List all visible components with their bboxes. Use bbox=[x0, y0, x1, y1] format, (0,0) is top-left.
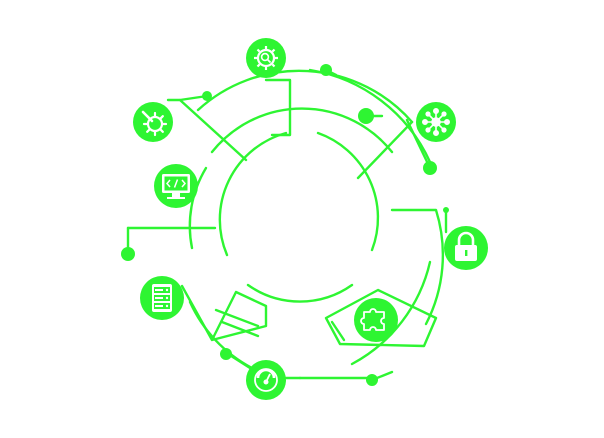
bracket-bottom-right bbox=[324, 288, 438, 348]
network-hub-icon bbox=[421, 108, 450, 137]
dot-puzzle-bottom bbox=[366, 374, 378, 386]
spoke-gauge-left bbox=[226, 352, 252, 370]
node-network-hub bbox=[416, 102, 456, 142]
node-performance-gauge bbox=[246, 360, 286, 400]
code-monitor-icon bbox=[162, 174, 190, 199]
bracket-bottom-left bbox=[180, 284, 268, 342]
outer-arc-bottomright bbox=[350, 260, 432, 366]
middle-arc-top bbox=[210, 107, 394, 154]
outer-arc-right bbox=[390, 208, 445, 326]
padlock-icon bbox=[455, 231, 477, 261]
node-security-lock bbox=[444, 226, 488, 270]
dot-gauge-left bbox=[220, 348, 232, 360]
dot-top-left bbox=[202, 91, 212, 101]
middle-arc-left bbox=[188, 166, 208, 250]
bracket-bottom-right-inner bbox=[330, 320, 346, 342]
dot-right bbox=[423, 161, 437, 175]
outer-arc-top bbox=[196, 69, 414, 124]
node-technical-support bbox=[133, 102, 173, 142]
speedometer-icon bbox=[254, 368, 278, 392]
node-integration-puzzle bbox=[354, 298, 398, 342]
accent-dots bbox=[121, 64, 449, 386]
puzzle-piece-icon bbox=[360, 308, 385, 331]
inner-ring-arc-left bbox=[218, 131, 288, 257]
dot-top-right bbox=[320, 64, 332, 76]
gear-search-icon bbox=[254, 46, 278, 70]
spoke-top bbox=[264, 78, 292, 137]
server-rack-icon bbox=[152, 284, 172, 312]
spoke-right bbox=[356, 120, 414, 180]
node-web-development bbox=[154, 164, 198, 208]
dot-inner-right bbox=[358, 108, 374, 124]
inner-ring-arc-right bbox=[316, 131, 380, 252]
inner-ring-arc-bottom bbox=[246, 283, 354, 303]
bracket-bottom-left-lines bbox=[214, 308, 260, 338]
connector-lines bbox=[126, 68, 448, 382]
dot-left bbox=[121, 247, 135, 261]
dot-lock-top bbox=[443, 207, 449, 213]
node-server-hosting bbox=[140, 276, 184, 320]
node-settings-search bbox=[246, 38, 286, 78]
wrench-gear-icon bbox=[141, 110, 168, 137]
spoke-right-dot bbox=[405, 118, 432, 170]
